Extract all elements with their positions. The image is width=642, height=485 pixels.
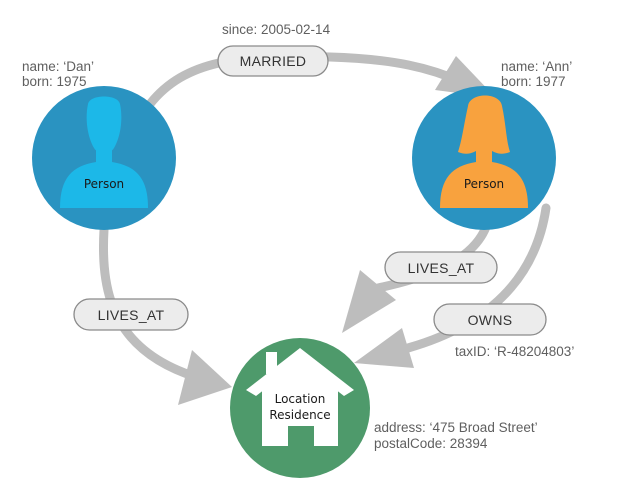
prop-married-since: since: 2005-02-14 [222,22,331,37]
prop-residence-address: address: ‘475 Broad Street’ [374,420,538,435]
rel-label-owns: OWNS [433,303,547,336]
house-icon [246,348,354,446]
node-dan-label: Person [84,177,124,191]
node-person-ann: Person [412,86,556,230]
node-residence-label-residence: Residence [269,408,330,422]
edge-dan-lives-at-arrowhead [178,350,232,405]
prop-residence-postalcode: postalCode: 28394 [374,436,488,451]
person-icon [440,95,528,208]
edge-owns-line [403,203,551,353]
props-dan: name: ‘Dan’ born: 1975 [22,59,94,89]
svg-text:OWNS: OWNS [468,312,513,328]
prop-dan-name: name: ‘Dan’ [22,59,94,74]
svg-text:MARRIED: MARRIED [240,53,307,69]
prop-ann-name: name: ‘Ann’ [501,59,572,74]
props-residence: address: ‘475 Broad Street’ postalCode: … [374,420,538,451]
svg-text:LIVES_AT: LIVES_AT [98,307,165,323]
rel-label-ann-lives-at: LIVES_AT [384,251,498,284]
person-icon [60,96,148,208]
edge-owns-arrowhead [354,328,414,368]
edge-ann-lives-at-arrowhead [342,270,396,333]
prop-owns-taxid: taxID: ‘R-48204803’ [455,344,574,359]
node-ann-label: Person [464,177,504,191]
node-residence-label-location: Location [275,392,326,406]
node-person-dan: Person [32,86,176,230]
rel-label-married: MARRIED [217,45,329,77]
prop-dan-born: born: 1975 [22,74,87,89]
prop-ann-born: born: 1977 [501,74,566,89]
svg-text:LIVES_AT: LIVES_AT [408,260,475,276]
props-ann: name: ‘Ann’ born: 1977 [501,59,572,89]
rel-label-dan-lives-at: LIVES_AT [73,298,189,331]
edge-owns [354,203,551,368]
node-location-residence: Location Residence [230,338,370,478]
